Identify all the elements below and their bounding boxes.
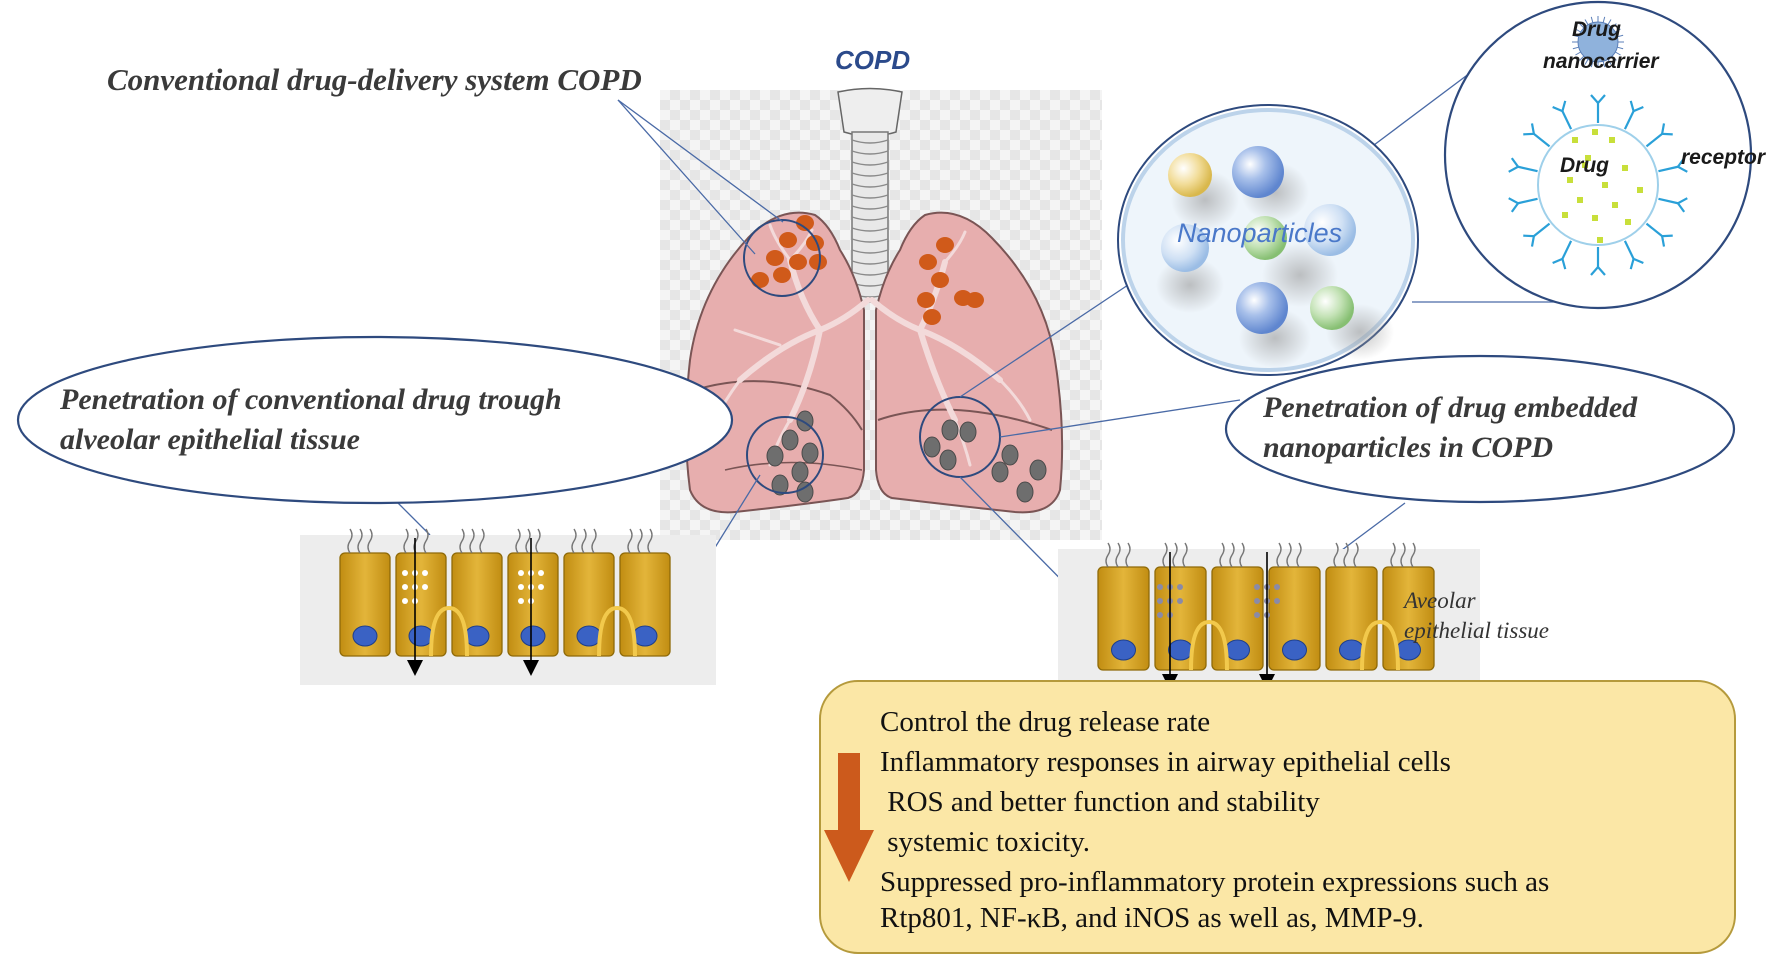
gray-particle	[766, 445, 784, 467]
benefit-item: Rtp801, NF-κB, and iNOS as well as, MMP-…	[880, 902, 1424, 934]
zoom-circle-upper	[743, 219, 821, 297]
gray-particle	[781, 429, 799, 451]
gray-particle	[1001, 444, 1019, 466]
epithelial-cell	[1268, 566, 1321, 671]
cell-nucleus	[1111, 639, 1136, 661]
orange-particle	[923, 309, 941, 325]
orange-particle	[773, 267, 791, 283]
conventional-penetration-line1: Penetration of conventional drug trough	[60, 383, 562, 416]
right-lung	[875, 211, 1064, 514]
connector-lines	[394, 57, 1560, 615]
gray-particle	[771, 474, 789, 496]
gray-particle	[941, 419, 959, 441]
callout-nano-penetration	[1224, 354, 1736, 504]
benefits-box	[819, 680, 1736, 954]
drug-nanocarrier-label-line2: nanocarrier	[1543, 50, 1659, 73]
epithelial-tissue-conventional	[300, 528, 716, 685]
orange-particle	[954, 290, 972, 306]
gray-particle	[1016, 481, 1034, 503]
gray-particle	[1029, 459, 1047, 481]
aveolar-label-line1: Aveolar	[1404, 588, 1476, 613]
receptor-label: receptor	[1681, 146, 1766, 169]
benefit-item: ROS and better function and stability	[880, 786, 1320, 818]
gray-particle	[796, 481, 814, 503]
orange-particle	[936, 237, 954, 253]
benefit-item: Control the drug release rate	[880, 706, 1211, 738]
copd-title: COPD	[835, 45, 911, 75]
orange-particle	[766, 250, 784, 266]
gray-particle	[959, 421, 977, 443]
drug-particles-nano	[766, 410, 1047, 503]
nano-penetration-line1: Penetration of drug embedded	[1263, 391, 1638, 424]
conventional-system-title: Conventional drug-delivery system COPD	[107, 62, 642, 97]
nanoparticles-label: Nanoparticles	[1177, 218, 1343, 248]
cell-nucleus	[352, 625, 378, 647]
drug-nanocarrier-label-line1: Drug	[1572, 18, 1621, 41]
cell-nucleus	[520, 625, 546, 647]
nano-penetration-line2: nanoparticles in COPD	[1263, 431, 1554, 464]
receptor-icons	[1508, 94, 1688, 276]
cell-nucleus	[1339, 639, 1364, 661]
orange-particle	[789, 254, 807, 270]
orange-particle	[809, 254, 827, 270]
gray-particle	[923, 436, 941, 458]
orange-particle	[796, 215, 814, 231]
gray-particle	[791, 461, 809, 483]
epithelial-tissue-nano	[1058, 542, 1480, 699]
cell-nucleus	[1282, 639, 1307, 661]
orange-particle	[751, 272, 769, 288]
drug-nanocarrier-circle	[1443, 0, 1753, 310]
zoom-circle-lower-left	[746, 416, 824, 494]
drug-label: Drug	[1560, 154, 1609, 177]
nanoparticles-circle	[1117, 104, 1419, 376]
epithelial-cell	[339, 552, 391, 657]
drug-dots	[1562, 129, 1643, 243]
callout-conventional-penetration	[16, 335, 734, 505]
decrease-arrow-icon	[824, 753, 874, 882]
orange-particle	[806, 235, 824, 251]
epithelial-cell	[507, 552, 559, 657]
orange-particle	[919, 254, 937, 270]
orange-particle	[917, 292, 935, 308]
gray-particle	[939, 449, 957, 471]
gray-particle	[991, 461, 1009, 483]
orange-particle	[931, 272, 949, 288]
aveolar-label-line2: epithelial tissue	[1404, 618, 1550, 643]
gray-particle	[801, 442, 819, 464]
cell-nucleus	[1168, 639, 1193, 661]
benefit-item: Inflammatory responses in airway epithel…	[880, 746, 1451, 778]
cell-nucleus	[1225, 639, 1250, 661]
trachea	[837, 87, 903, 303]
conventional-penetration-line2: alveolar epithelial tissue	[60, 423, 360, 456]
orange-particle	[779, 232, 797, 248]
epithelial-cell	[1097, 566, 1150, 671]
benefit-item: Suppressed pro-inflammatory protein expr…	[880, 866, 1550, 898]
benefit-item: systemic toxicity.	[880, 826, 1090, 858]
